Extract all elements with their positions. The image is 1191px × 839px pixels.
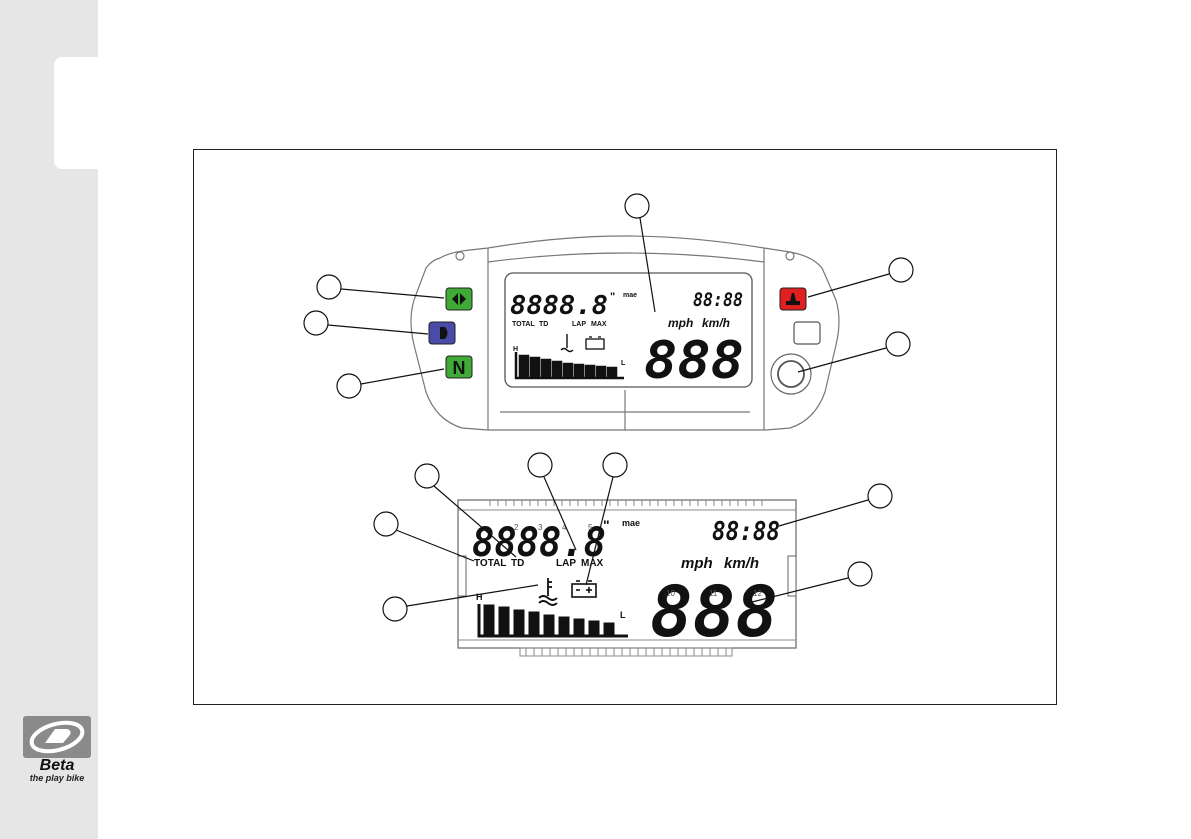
callout-circle (886, 332, 910, 356)
callout-leader (798, 348, 886, 372)
total-label: TOTAL (512, 321, 535, 328)
detail-digit-number-2: 2 (514, 523, 519, 532)
mph-label: mph (668, 316, 693, 330)
callout-circle (317, 275, 341, 299)
callout-circle (337, 374, 361, 398)
callout-circle (374, 512, 398, 536)
detail-speed-number-10: 10 (666, 589, 675, 598)
mae-label: mae (623, 292, 637, 299)
detail-total-label: TOTAL (474, 558, 506, 569)
detail-digit-number-3: 3 (538, 523, 543, 532)
detail-td-label: TD (511, 558, 524, 569)
inch-mark: " (610, 291, 615, 303)
callout-leader (328, 325, 428, 334)
oil-warning-light (780, 288, 806, 310)
callout-circle (528, 453, 552, 477)
detail-lap-label: LAP (556, 558, 576, 569)
odometer-digits: 8888.8 (510, 291, 608, 321)
detail-inch-mark: " (603, 517, 610, 533)
high-beam-light (429, 322, 455, 344)
neutral-light: N (446, 356, 472, 378)
detail-speed-number-11: 11 (709, 589, 718, 598)
bar-l-label: L (621, 360, 626, 367)
callout-circle (603, 453, 627, 477)
detail-clock-digits: 88:88 (712, 517, 780, 547)
callout-circle (304, 311, 328, 335)
lap-label: LAP (572, 321, 586, 328)
speed-digits: 888 (644, 331, 744, 391)
callout-leader (341, 289, 444, 298)
callout-circle (383, 597, 407, 621)
neutral-glyph: N (453, 358, 466, 378)
callout-circle (415, 464, 439, 488)
reset-knob[interactable] (771, 354, 811, 394)
detail-mae-label: mae (622, 518, 640, 528)
turn-signal-light (446, 288, 472, 310)
detail-bar-l-label: L (620, 610, 626, 620)
callout-leader (361, 369, 444, 384)
kmh-label: km/h (702, 316, 730, 330)
clock-digits: 88:88 (693, 289, 743, 311)
max-label: MAX (591, 321, 607, 328)
callout-circle (848, 562, 872, 586)
callout-circle (625, 194, 649, 218)
detail-mph-label: mph (681, 555, 713, 572)
detail-kmh-label: km/h (724, 555, 759, 572)
callout-circle (868, 484, 892, 508)
detail-digit-number-5: 5 (588, 523, 593, 532)
callout-circle (889, 258, 913, 282)
callout-leader (808, 274, 889, 297)
mode-button[interactable] (794, 322, 820, 344)
bar-h-label: H (513, 346, 518, 353)
detail-speed-digits: 888 (650, 571, 778, 653)
td-label: TD (539, 321, 548, 328)
detail-speed-number-12: 12 (753, 589, 762, 598)
